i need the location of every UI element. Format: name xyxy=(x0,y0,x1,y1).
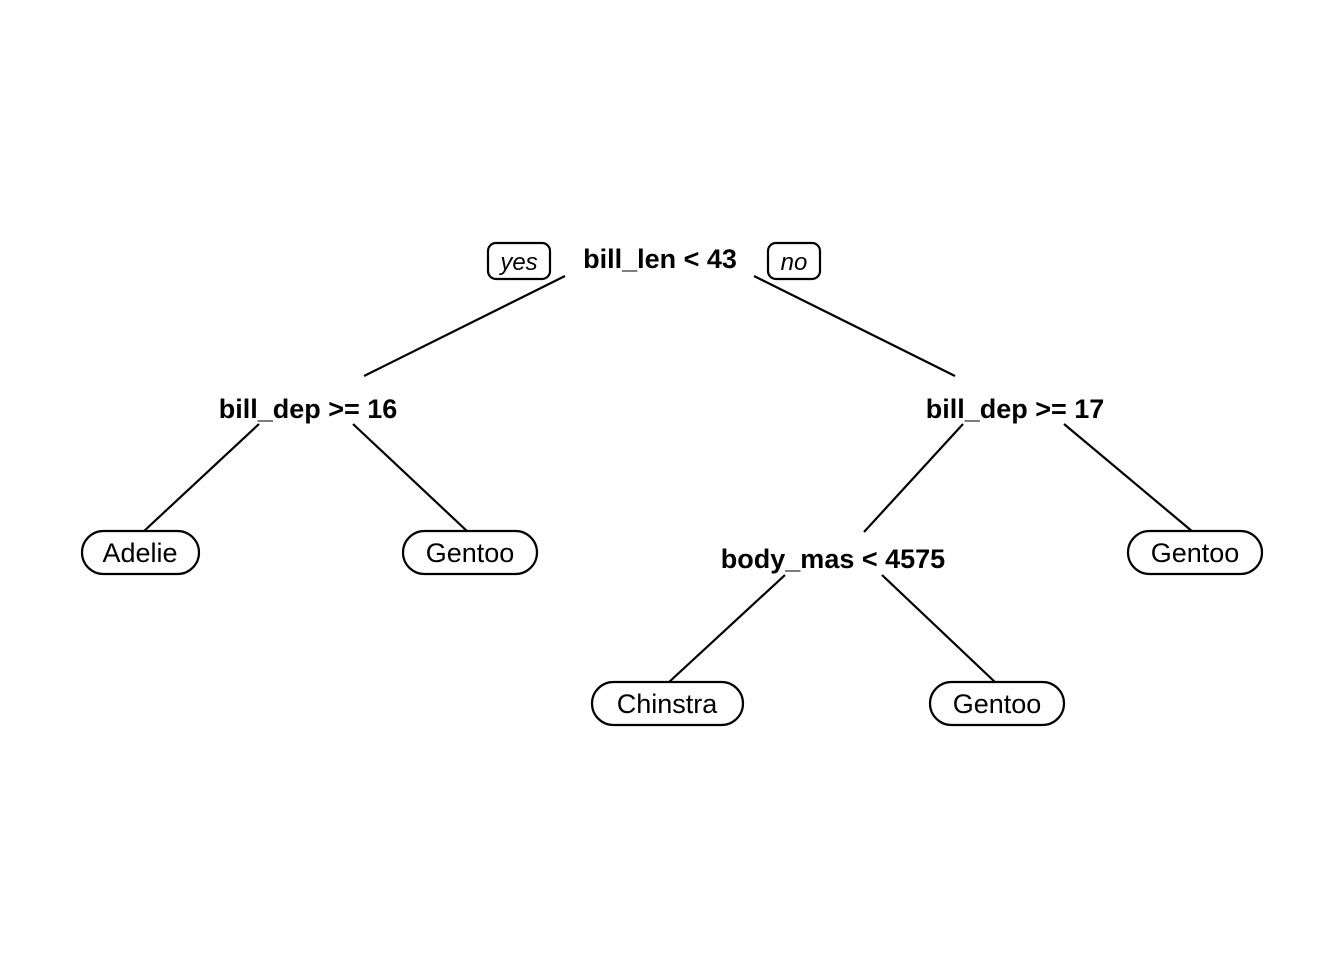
leaf-gentoo-mid-label: Gentoo xyxy=(953,689,1042,719)
leaf-gentoo-left-shape xyxy=(401,529,539,576)
mid-split-label: body_mas < 4575 xyxy=(721,544,945,574)
node-leaf-chinstra[interactable]: Chinstra xyxy=(590,680,745,727)
left-split-label: bill_dep >= 16 xyxy=(219,394,398,424)
node-leaf-gentoo-right[interactable]: Gentoo xyxy=(1126,529,1264,576)
node-leaf-gentoo-mid[interactable]: Gentoo xyxy=(928,680,1066,727)
node-right-split[interactable]: bill_dep >= 17 xyxy=(926,394,1105,424)
node-left-split[interactable]: bill_dep >= 16 xyxy=(219,394,398,424)
branch-badge-yes[interactable]: yes xyxy=(486,241,552,281)
no-badge-box xyxy=(766,241,822,281)
root-split-label: bill_len < 43 xyxy=(583,244,737,274)
edge-root-to-left-split xyxy=(363,275,566,377)
edge-root-to-right-split xyxy=(753,275,956,377)
yes-badge-label: yes xyxy=(498,249,537,276)
yes-badge-box xyxy=(486,241,552,281)
leaf-adelie-label: Adelie xyxy=(102,538,177,568)
node-leaf-adelie[interactable]: Adelie xyxy=(80,529,201,576)
leaf-chinstra-shape xyxy=(590,680,745,727)
leaf-gentoo-right-label: Gentoo xyxy=(1151,538,1240,568)
edge-mid-split-to-chinstra xyxy=(667,574,786,684)
leaf-chinstra-label: Chinstra xyxy=(617,689,719,719)
node-mid-split[interactable]: body_mas < 4575 xyxy=(721,544,945,574)
leaf-gentoo-mid-shape xyxy=(928,680,1066,727)
edge-right-split-to-gentoo-right xyxy=(1063,423,1194,533)
leaf-gentoo-right-shape xyxy=(1126,529,1264,576)
right-split-label: bill_dep >= 17 xyxy=(926,394,1105,424)
edge-left-split-to-gentoo-left xyxy=(352,423,469,533)
edge-left-split-to-adelie xyxy=(142,423,260,533)
edge-mid-split-to-gentoo-mid xyxy=(881,574,997,684)
no-badge-label: no xyxy=(781,249,808,276)
leaf-adelie-shape xyxy=(80,529,201,576)
leaf-gentoo-left-label: Gentoo xyxy=(426,538,515,568)
node-root-split[interactable]: bill_len < 43 xyxy=(583,244,737,274)
node-leaf-gentoo-left[interactable]: Gentoo xyxy=(401,529,539,576)
branch-badge-no[interactable]: no xyxy=(766,241,822,281)
edge-right-split-to-mid-split xyxy=(863,423,964,533)
edge-group xyxy=(142,275,1194,684)
